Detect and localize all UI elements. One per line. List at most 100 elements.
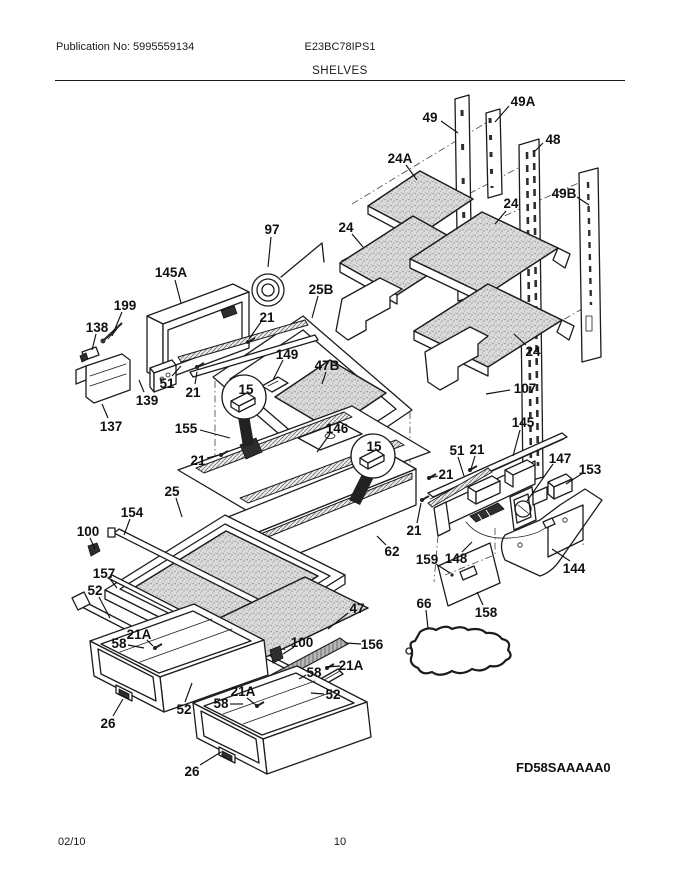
leader-line-21: [194, 371, 198, 385]
part-callout-156: 156: [361, 637, 384, 652]
part-callout-51: 51: [159, 376, 175, 391]
part-callout-100: 100: [77, 524, 100, 539]
label-sheet-158: [437, 542, 501, 607]
leader-line-21A: [246, 697, 257, 706]
screw-199: [100, 322, 123, 344]
housing-145: [433, 459, 536, 537]
part-callout-24: 24: [338, 220, 354, 235]
part-callout-145: 145: [512, 415, 535, 430]
leader-line-148: [461, 541, 473, 553]
part-callout-149: 149: [276, 347, 299, 362]
part-callout-145A: 145A: [155, 265, 188, 280]
part-callout-146: 146: [326, 421, 349, 436]
header-rule: [55, 80, 625, 82]
drawer-26-bottom: [192, 665, 372, 775]
leader-line-21: [416, 502, 422, 524]
leader-line-154: [123, 518, 131, 536]
part-callout-21A: 21A: [231, 684, 256, 699]
diagram-code: FD58SAAAAA0: [516, 760, 611, 775]
clip-100-right: [269, 645, 284, 664]
part-callout-51: 51: [449, 443, 465, 458]
leader-line-66: [425, 609, 429, 629]
part-callout-24A: 24A: [388, 151, 413, 166]
part-callout-21: 21: [438, 467, 454, 482]
part-callout-52: 52: [325, 687, 340, 702]
cover-144: [500, 488, 603, 577]
leader-line-147: [526, 463, 554, 502]
leader-line-58: [127, 644, 145, 649]
part-callout-49B: 49B: [552, 186, 577, 201]
part-callout-26: 26: [100, 716, 116, 731]
leader-line-21A: [325, 665, 341, 668]
part-callout-49A: 49A: [511, 94, 536, 109]
leader-line-145A: [174, 279, 182, 304]
part-callout-24: 24: [525, 344, 541, 359]
leader-line-24: [494, 210, 507, 225]
part-callout-157: 157: [93, 566, 116, 581]
part-callout-24: 24: [503, 196, 519, 211]
leader-line-145: [512, 429, 521, 457]
part-callout-26: 26: [184, 764, 200, 779]
part-callout-138: 138: [86, 320, 109, 335]
leader-line-47B: [321, 371, 327, 385]
leader-line-21: [428, 475, 439, 479]
leader-line-156: [345, 642, 362, 645]
leader-line-21: [206, 454, 220, 459]
leader-line-26: [199, 751, 222, 766]
tube-coil-97: [251, 242, 325, 307]
leader-line-100: [89, 537, 96, 550]
part-callout-58: 58: [213, 696, 229, 711]
leader-line-62: [376, 535, 387, 546]
latch-149: [261, 376, 289, 393]
leader-line-157: [109, 578, 118, 589]
footer-date: 02/10: [58, 836, 86, 848]
part-callout-62: 62: [384, 544, 399, 559]
leader-line-199: [111, 311, 123, 337]
leader-line-51: [171, 365, 182, 377]
trim-bar-51-left: [177, 319, 319, 378]
footer-page-number: 10: [333, 836, 347, 848]
model-number: E23BC78IPS1: [304, 41, 376, 53]
leader-line-137: [101, 403, 109, 419]
leader-line-107: [485, 389, 511, 395]
leader-line-25: [175, 497, 183, 518]
part-callout-21: 21: [185, 385, 201, 400]
bracket-153: [532, 473, 573, 506]
leader-line-21A: [146, 639, 154, 647]
drawer-26-left: [89, 603, 269, 713]
part-callout-21: 21: [469, 442, 485, 457]
part-callout-139: 139: [136, 393, 159, 408]
clip-100-left: [87, 542, 101, 557]
part-callout-25: 25: [164, 484, 180, 499]
part-callouts: 4949A4849B24A24242497145A199138137139512…: [77, 94, 602, 779]
part-callout-144: 144: [563, 561, 586, 576]
part-callout-47B: 47B: [315, 358, 340, 373]
leader-line-48: [533, 142, 544, 153]
leader-line-49: [440, 120, 459, 134]
leader-line-158: [476, 591, 484, 606]
publication-number: Publication No: 5995559134: [56, 41, 195, 53]
part-callout-47: 47: [349, 601, 364, 616]
leader-line-97: [267, 236, 272, 268]
part-callout-21: 21: [406, 523, 422, 538]
part-callout-155: 155: [175, 421, 198, 436]
part-callout-153: 153: [579, 462, 602, 477]
part-callout-107: 107: [514, 381, 537, 396]
harness-148: [465, 502, 556, 539]
bracket-137: [75, 353, 131, 404]
part-callout-21: 21: [259, 310, 275, 325]
part-callout-100: 100: [291, 635, 314, 650]
part-callout-199: 199: [114, 298, 137, 313]
rail-49B: [578, 167, 602, 363]
leader-line-58: [298, 674, 307, 680]
leader-line-100: [282, 646, 295, 655]
leader-line-139: [138, 379, 145, 393]
part-callout-15: 15: [366, 439, 382, 454]
gasket-66: [405, 625, 512, 676]
end-cap-138: [79, 346, 100, 363]
detail-circle-15-right: [349, 433, 396, 505]
detail-circle-15-left: [221, 374, 267, 447]
part-callout-58: 58: [306, 665, 322, 680]
